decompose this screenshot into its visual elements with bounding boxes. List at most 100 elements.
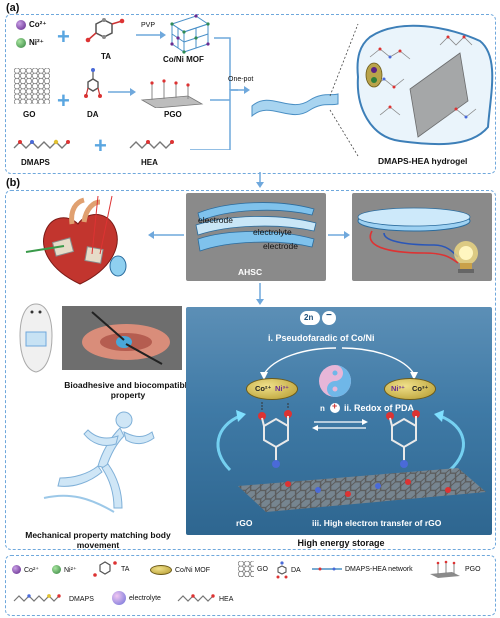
da-label: DA	[87, 110, 99, 119]
arrow-down-icon	[256, 172, 264, 188]
legend-mof: Co/Ni MOF	[150, 565, 210, 575]
ni-ion-icon	[52, 565, 61, 574]
legend-co-label: Co²⁺	[24, 566, 39, 574]
co-left-label: Co²⁺	[255, 384, 272, 393]
legend-pgo-label: PGO	[465, 565, 481, 573]
quinone-molecule-icon	[386, 410, 420, 468]
electron-flow-arrows	[216, 410, 465, 472]
catechol-molecule-icon	[258, 402, 292, 468]
go-label: GO	[23, 110, 36, 119]
ahsc-layers-icon	[195, 202, 317, 252]
ni-ion-icon	[16, 38, 26, 48]
da-molecule-icon	[276, 561, 288, 579]
arrow-right-icon	[230, 86, 250, 94]
ta-molecule-icon	[85, 18, 125, 43]
co-ion-icon	[16, 20, 26, 30]
hea-molecule-icon	[177, 594, 215, 602]
panel-b-frame	[5, 190, 496, 550]
zoom-lines	[329, 23, 359, 157]
wound-closeup-illustration	[62, 306, 182, 370]
pgo-sheet-icon	[140, 79, 204, 108]
electrolyte-label: electrolyte	[253, 227, 292, 237]
ta-label: TA	[101, 52, 112, 61]
rat-illustration	[19, 303, 53, 373]
da-molecule-icon	[84, 68, 102, 98]
legend-electrolyte: electrolyte	[112, 591, 161, 605]
electron-bubble	[300, 311, 320, 325]
legend-go-label: GO	[257, 565, 268, 573]
legend-go: GO	[238, 561, 268, 577]
legend-pgo: PGO	[428, 560, 481, 578]
co-ion-icon	[12, 565, 21, 574]
legend-da: DA	[276, 561, 301, 579]
minus-label: −	[326, 310, 332, 321]
hydrogel-network-illustration	[356, 24, 494, 146]
legend-ta-label: TA	[121, 565, 130, 573]
ni-left-label: Ni³⁺	[275, 384, 289, 393]
electrode-bottom-label: electrode	[263, 241, 298, 251]
yin-yang-icon	[319, 365, 351, 397]
arrow-down-icon	[256, 283, 264, 305]
panel-a-tag: (a)	[6, 2, 20, 14]
legend-frame	[5, 555, 496, 616]
ni-label: Ni²⁺	[29, 38, 44, 47]
dmaps-molecule-icon	[13, 139, 70, 149]
co-label: Co²⁺	[29, 20, 47, 29]
panel-a-frame	[5, 14, 496, 174]
mof-capsule-icon	[150, 565, 172, 575]
plus-icon: +	[57, 88, 70, 113]
plus-label: +	[332, 401, 338, 411]
go-sheet-icon	[14, 68, 50, 104]
electron-transfer-label: iii. High electron transfer of rGO	[312, 518, 442, 528]
panel-b-tag: (b)	[6, 177, 21, 189]
hydrogel-strip-icon	[251, 93, 339, 118]
plus-icon: +	[57, 24, 70, 49]
pgo-sheet-icon	[430, 560, 460, 578]
legend-da-label: DA	[291, 566, 301, 574]
co-ni-right-capsule	[384, 378, 436, 400]
legend-network-label: DMAPS-HEA network	[345, 565, 413, 573]
heart-illustration	[25, 195, 127, 285]
electrolyte-icon	[112, 591, 126, 605]
dmaps-label: DMAPS	[21, 158, 50, 167]
legend-hea: HEA	[176, 593, 233, 605]
pgo-label: PGO	[164, 110, 182, 119]
legend-dmaps-label: DMAPS	[69, 595, 94, 603]
onepot-label: One-pot	[228, 76, 254, 83]
dmaps-molecule-icon	[13, 594, 61, 602]
bioadhesive-caption: Bioadhesive and biocompatible property	[64, 380, 192, 400]
hea-label: HEA	[141, 158, 158, 167]
network-line-icon	[312, 567, 342, 571]
hea-molecule-icon	[129, 140, 174, 149]
go-sheet-icon	[238, 561, 254, 577]
arrow-right-icon	[328, 231, 350, 239]
legend-ta: TA	[92, 561, 129, 577]
equilibrium-arrows	[312, 419, 368, 431]
mof-cube-icon	[170, 14, 210, 54]
energy-caption: High energy storage	[297, 538, 385, 548]
plus-icon: +	[94, 133, 107, 158]
arrow-left-icon	[148, 231, 184, 239]
legend-dmaps: DMAPS	[12, 593, 94, 605]
runner-illustration	[43, 411, 155, 513]
ni-right-label: Ni³⁺	[391, 384, 405, 393]
redox-label: ii. Redox of PDA	[344, 403, 415, 413]
mechanical-caption: Mechanical property matching body moveme…	[25, 530, 171, 550]
legend-ni-label: Ni²⁺	[64, 566, 77, 574]
legend-electrolyte-label: electrolyte	[129, 594, 161, 602]
hydrogel-label: DMAPS-HEA hydrogel	[378, 156, 468, 166]
legend-mof-label: Co/Ni MOF	[175, 566, 210, 574]
electron-icon	[322, 311, 336, 325]
electrode-top-label: electrode	[198, 215, 233, 225]
co-right-label: Co³⁺	[412, 384, 429, 393]
rgo-lattice-illustration	[238, 468, 486, 512]
mof-label: Co/Ni MOF	[163, 55, 204, 64]
legend-ni: Ni²⁺	[52, 565, 77, 574]
pseudo-label: i. Pseudofaradic of Co/Ni	[268, 333, 375, 343]
arrow-right-icon	[108, 88, 136, 96]
device-lightbulb-illustration	[357, 207, 478, 273]
n-label: n	[320, 404, 325, 413]
ahsc-label: AHSC	[238, 267, 263, 277]
plus-bubble-icon	[330, 403, 340, 413]
legend-hea-label: HEA	[219, 595, 234, 603]
